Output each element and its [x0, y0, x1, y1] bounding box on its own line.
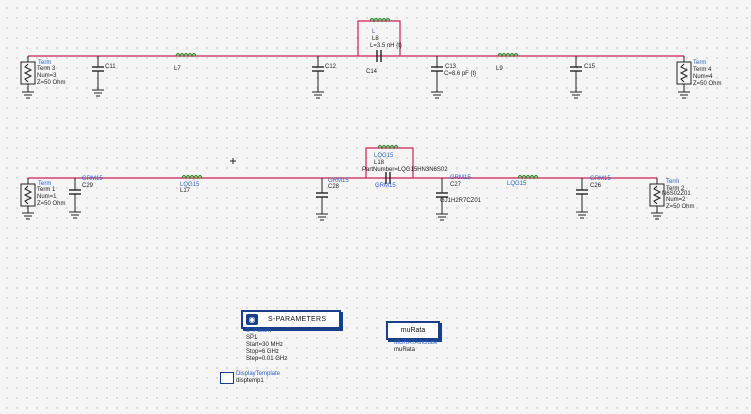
top-row-circuit[interactable] — [20, 17, 692, 99]
term2-head: Term — [666, 179, 680, 185]
term4-port[interactable] — [676, 56, 692, 99]
c27-head: GRM15 — [450, 175, 471, 181]
l18-inductor[interactable] — [377, 144, 399, 150]
display-template-name: disptemp1 — [236, 378, 264, 384]
term2-num: Num=2 — [666, 197, 686, 203]
c29-head: GRM15 — [82, 176, 103, 182]
term4-name: Term 4 — [693, 67, 712, 73]
term2-part: N6S02Z01 — [662, 191, 691, 197]
sparam-name: SP1 — [246, 335, 258, 341]
l17-head: LQG15 — [180, 182, 200, 188]
c26-capacitor[interactable] — [576, 178, 588, 219]
l17-name: L17 — [180, 188, 191, 194]
c15-capacitor[interactable] — [570, 56, 582, 99]
grm15-series-capacitor[interactable] — [385, 172, 391, 184]
l8-value: L=3.5 nH {t} — [370, 43, 402, 49]
c14-label: C14 — [366, 69, 378, 75]
c26-name: C26 — [590, 183, 602, 189]
c28-capacitor[interactable] — [316, 178, 328, 221]
c11-label: C11 — [105, 64, 116, 70]
term2-name: Term 2 — [666, 186, 685, 192]
l8-head: L — [372, 29, 376, 35]
c27-capacitor[interactable] — [436, 178, 448, 221]
term1-num: Num=1 — [37, 194, 57, 200]
l8-inductor[interactable] — [369, 17, 391, 23]
term1-head: Term — [38, 181, 52, 187]
l17-inductor[interactable] — [181, 174, 203, 180]
term3-z: Z=50 Ohm — [37, 80, 66, 86]
l8-name: L8 — [372, 36, 379, 42]
sparam-head: S_Param — [246, 328, 272, 334]
l-right-inductor[interactable] — [517, 174, 539, 180]
sparam-start: Start=30 MHz — [246, 342, 283, 348]
term3-num: Num=3 — [37, 73, 57, 79]
c15-label: C15 — [584, 64, 596, 70]
l18-head: LQG15 — [374, 153, 394, 159]
sparam-step: Step=0.01 GHz — [246, 356, 288, 362]
l18-part: PartNumber=LQG15HN3N6S02 — [362, 167, 448, 173]
term4-z: Z=50 Ohm — [693, 81, 722, 87]
sparam-icon: ◉ — [246, 314, 258, 325]
term4-head: Term — [693, 60, 707, 66]
c14-capacitor[interactable] — [376, 50, 382, 62]
crosshair-cursor-icon — [230, 158, 236, 164]
term1-z: Z=50 Ohm — [37, 201, 66, 207]
c12-capacitor[interactable] — [312, 56, 324, 99]
s-parameters-title: S-PARAMETERS — [268, 316, 327, 323]
c12-label: C12 — [325, 64, 337, 70]
term2-port[interactable] — [649, 178, 665, 220]
top-bypass-wire — [357, 20, 401, 56]
murata-head: MURATAinclude — [394, 340, 438, 346]
bottom-row-circuit[interactable] — [20, 144, 665, 221]
s-parameters-controller[interactable]: ◉ S-PARAMETERS — [241, 310, 341, 329]
l7-inductor[interactable] — [175, 52, 197, 58]
c28-name: C28 — [328, 184, 340, 190]
term2-z: Z=50 Ohm — [666, 204, 695, 210]
c26-head: GRM15 — [590, 176, 611, 182]
c27-part: GJ1H2R7CZ01 — [440, 198, 482, 204]
term4-num: Num=4 — [693, 74, 713, 80]
display-template-head: DisplayTemplate — [236, 371, 281, 377]
l-right-head: LQG15 — [507, 181, 527, 187]
c29-capacitor[interactable] — [69, 178, 81, 219]
term3-name: Term 3 — [37, 66, 56, 72]
term3-port[interactable] — [20, 56, 36, 99]
l7-label: L7 — [174, 66, 181, 72]
c13-capacitor[interactable] — [431, 56, 443, 99]
c13-name: C13 — [445, 64, 457, 70]
grm15-series-label: GRM15 — [375, 183, 396, 189]
c29-name: C29 — [82, 183, 94, 189]
display-template-icon[interactable] — [220, 372, 234, 384]
sparam-stop: Stop=6 GHz — [246, 349, 279, 355]
l9-label: L9 — [496, 66, 503, 72]
c27-name: C27 — [450, 182, 462, 188]
murata-name: muRata — [394, 347, 416, 353]
term3-head: Term — [38, 60, 52, 66]
term1-port[interactable] — [20, 178, 36, 220]
l9-inductor[interactable] — [497, 52, 519, 58]
l18-name: L18 — [374, 160, 385, 166]
c28-head: GRM15 — [328, 178, 349, 184]
murata-include-block[interactable]: muRata — [386, 321, 440, 340]
c11-capacitor[interactable] — [92, 56, 104, 97]
term1-name: Term 1 — [37, 187, 56, 193]
c13-value: C=8.6 pF {t} — [444, 71, 477, 77]
